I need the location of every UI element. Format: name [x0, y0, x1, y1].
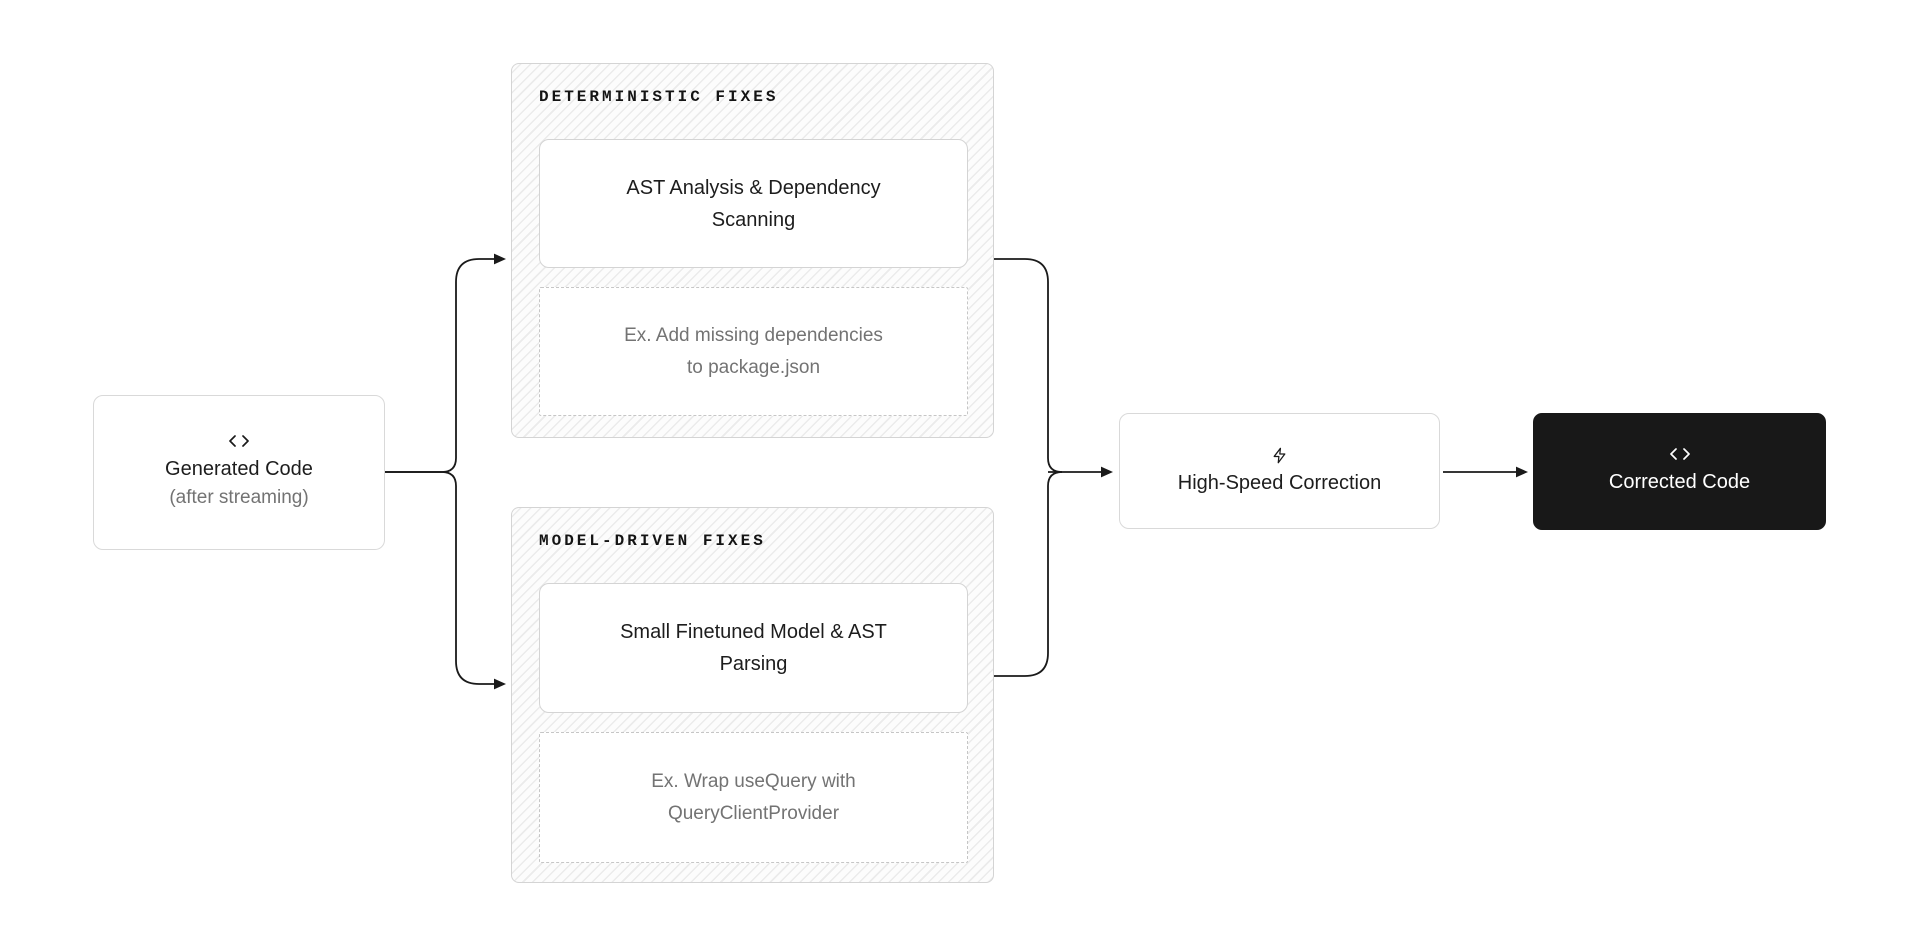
code-icon	[228, 434, 250, 447]
group-label: MODEL-DRIVEN FIXES	[539, 532, 766, 550]
deterministic-fixes-group: DETERMINISTIC FIXES AST Analysis & Depen…	[511, 63, 994, 438]
group-label: DETERMINISTIC FIXES	[539, 88, 779, 106]
node-title: Corrected Code	[1608, 471, 1751, 493]
arrow-split-bottom	[385, 471, 495, 685]
high-speed-correction-node: High-Speed Correction	[1119, 413, 1440, 529]
corrected-code-node: Corrected Code	[1533, 413, 1826, 530]
arrowhead-merge-out	[1101, 466, 1113, 478]
arrowhead-split-top	[494, 253, 506, 265]
example-box-usequery: Ex. Wrap useQuery with QueryClientProvid…	[539, 732, 968, 863]
node-title: Generated Code	[165, 457, 313, 480]
arrow-split-top	[385, 258, 495, 473]
node-subtitle: (after streaming)	[169, 486, 309, 508]
method-box-finetuned-model: Small Finetuned Model & AST Parsing	[539, 583, 968, 713]
arrow-merge-top	[994, 258, 1063, 473]
method-box-ast-analysis: AST Analysis & Dependency Scanning	[539, 139, 968, 268]
zap-icon	[1272, 447, 1287, 464]
method-text: Small Finetuned Model & AST Parsing	[620, 621, 887, 675]
example-text: Ex. Wrap useQuery with QueryClientProvid…	[651, 770, 856, 824]
arrowhead-split-bottom	[494, 678, 506, 690]
arrow-merge-bottom	[994, 471, 1063, 677]
example-box-dependencies: Ex. Add missing dependencies to package.…	[539, 287, 968, 416]
generated-code-node: Generated Code (after streaming)	[93, 395, 385, 550]
method-text: AST Analysis & Dependency Scanning	[626, 176, 881, 231]
example-text: Ex. Add missing dependencies to package.…	[624, 324, 883, 378]
model-driven-fixes-group: MODEL-DRIVEN FIXES Small Finetuned Model…	[511, 507, 994, 883]
node-title: High-Speed Correction	[1177, 471, 1382, 494]
arrowhead-final	[1516, 466, 1528, 478]
code-icon	[1669, 448, 1691, 460]
